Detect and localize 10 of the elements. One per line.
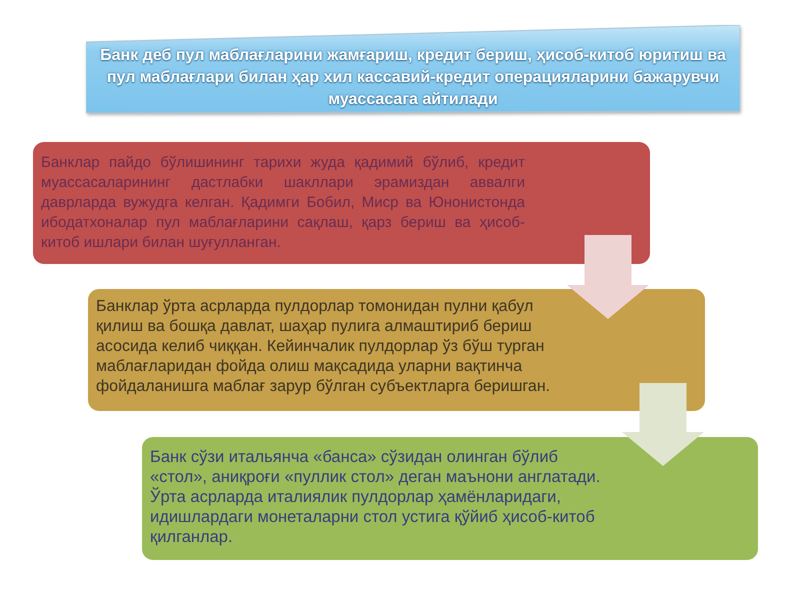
block-arrow	[567, 235, 649, 319]
rounded-panel	[142, 437, 758, 560]
definition-text: Банк деб пул маблағларини жамғариш, кредит бериш, ҳисоб-китоб юритиш ва пул маблағлари билан ҳар хил кассавий-кредит операцияларини бажарувчи муассасага айтилади	[100, 46, 726, 110]
panel-text: Банклар пайдо бўлишининг тарихи жуда қадимий бўлиб, кредит муассасаларининг дастлабки шакллари эрамиздан аввалги даврларда вужудга келган. Қадимги Бобил, Миср ва Юнонистонда ибодатхоналар пул маблағларини сақлаш, қарз бериш ва ҳисоб-китоб ишлари билан шуғулланган.	[41, 153, 525, 253]
panel-text: Банклар ўрта асрларда пулдорлар томонидан пулни қабул қилиш ва бошқа давлат, шаҳар пулига алмаштириб бериш асосида келиб чиққан. Кейинчалик пулдорлар ўз бўш турган маблағларидан фойда олиш мақсадида уларни вақтинча фойдаланишга маблағ зарур бўлган субъектларга беришган.	[96, 297, 552, 397]
block-arrow	[622, 383, 704, 466]
rounded-panel	[33, 142, 650, 264]
banner	[86, 25, 740, 113]
panel-text: Банк сўзи итальянча «банса» сўзидан олинган бўлиб «стол», аниқроғи «пуллик стол» деган маънони англатади. Ўрта асрларда италиялик пулдорлар ҳамёнларидаги, идишлардаги монеталарни стол устига қўйиб ҳисоб-китоб қилганлар.	[150, 447, 602, 547]
rounded-panel	[88, 289, 705, 411]
